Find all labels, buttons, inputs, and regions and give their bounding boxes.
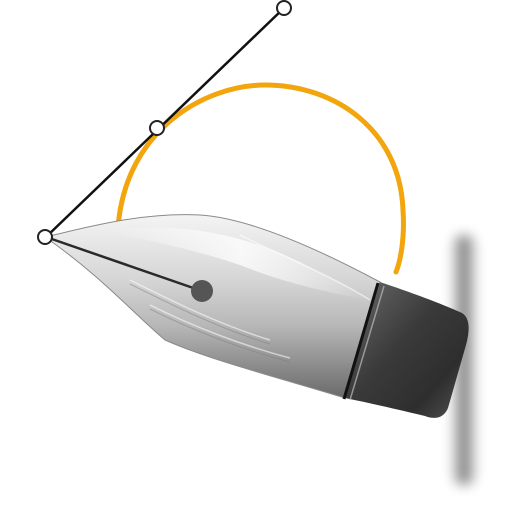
collar-rim-light — [349, 285, 385, 401]
collar-seam — [342, 282, 380, 400]
nib-engraving-shadow — [129, 283, 291, 363]
cast-shadow — [450, 235, 478, 485]
nib-collar — [345, 282, 469, 418]
nib-tip-anchor-point[interactable] — [37, 229, 53, 245]
handle-anchor-point[interactable] — [276, 0, 292, 16]
nib-highlight — [110, 227, 372, 300]
breather-hole — [191, 280, 213, 302]
nib-slit — [45, 235, 203, 293]
curve-anchor-point[interactable] — [149, 120, 165, 136]
nib-engraving — [129, 234, 371, 359]
handle-line — [45, 7, 285, 238]
